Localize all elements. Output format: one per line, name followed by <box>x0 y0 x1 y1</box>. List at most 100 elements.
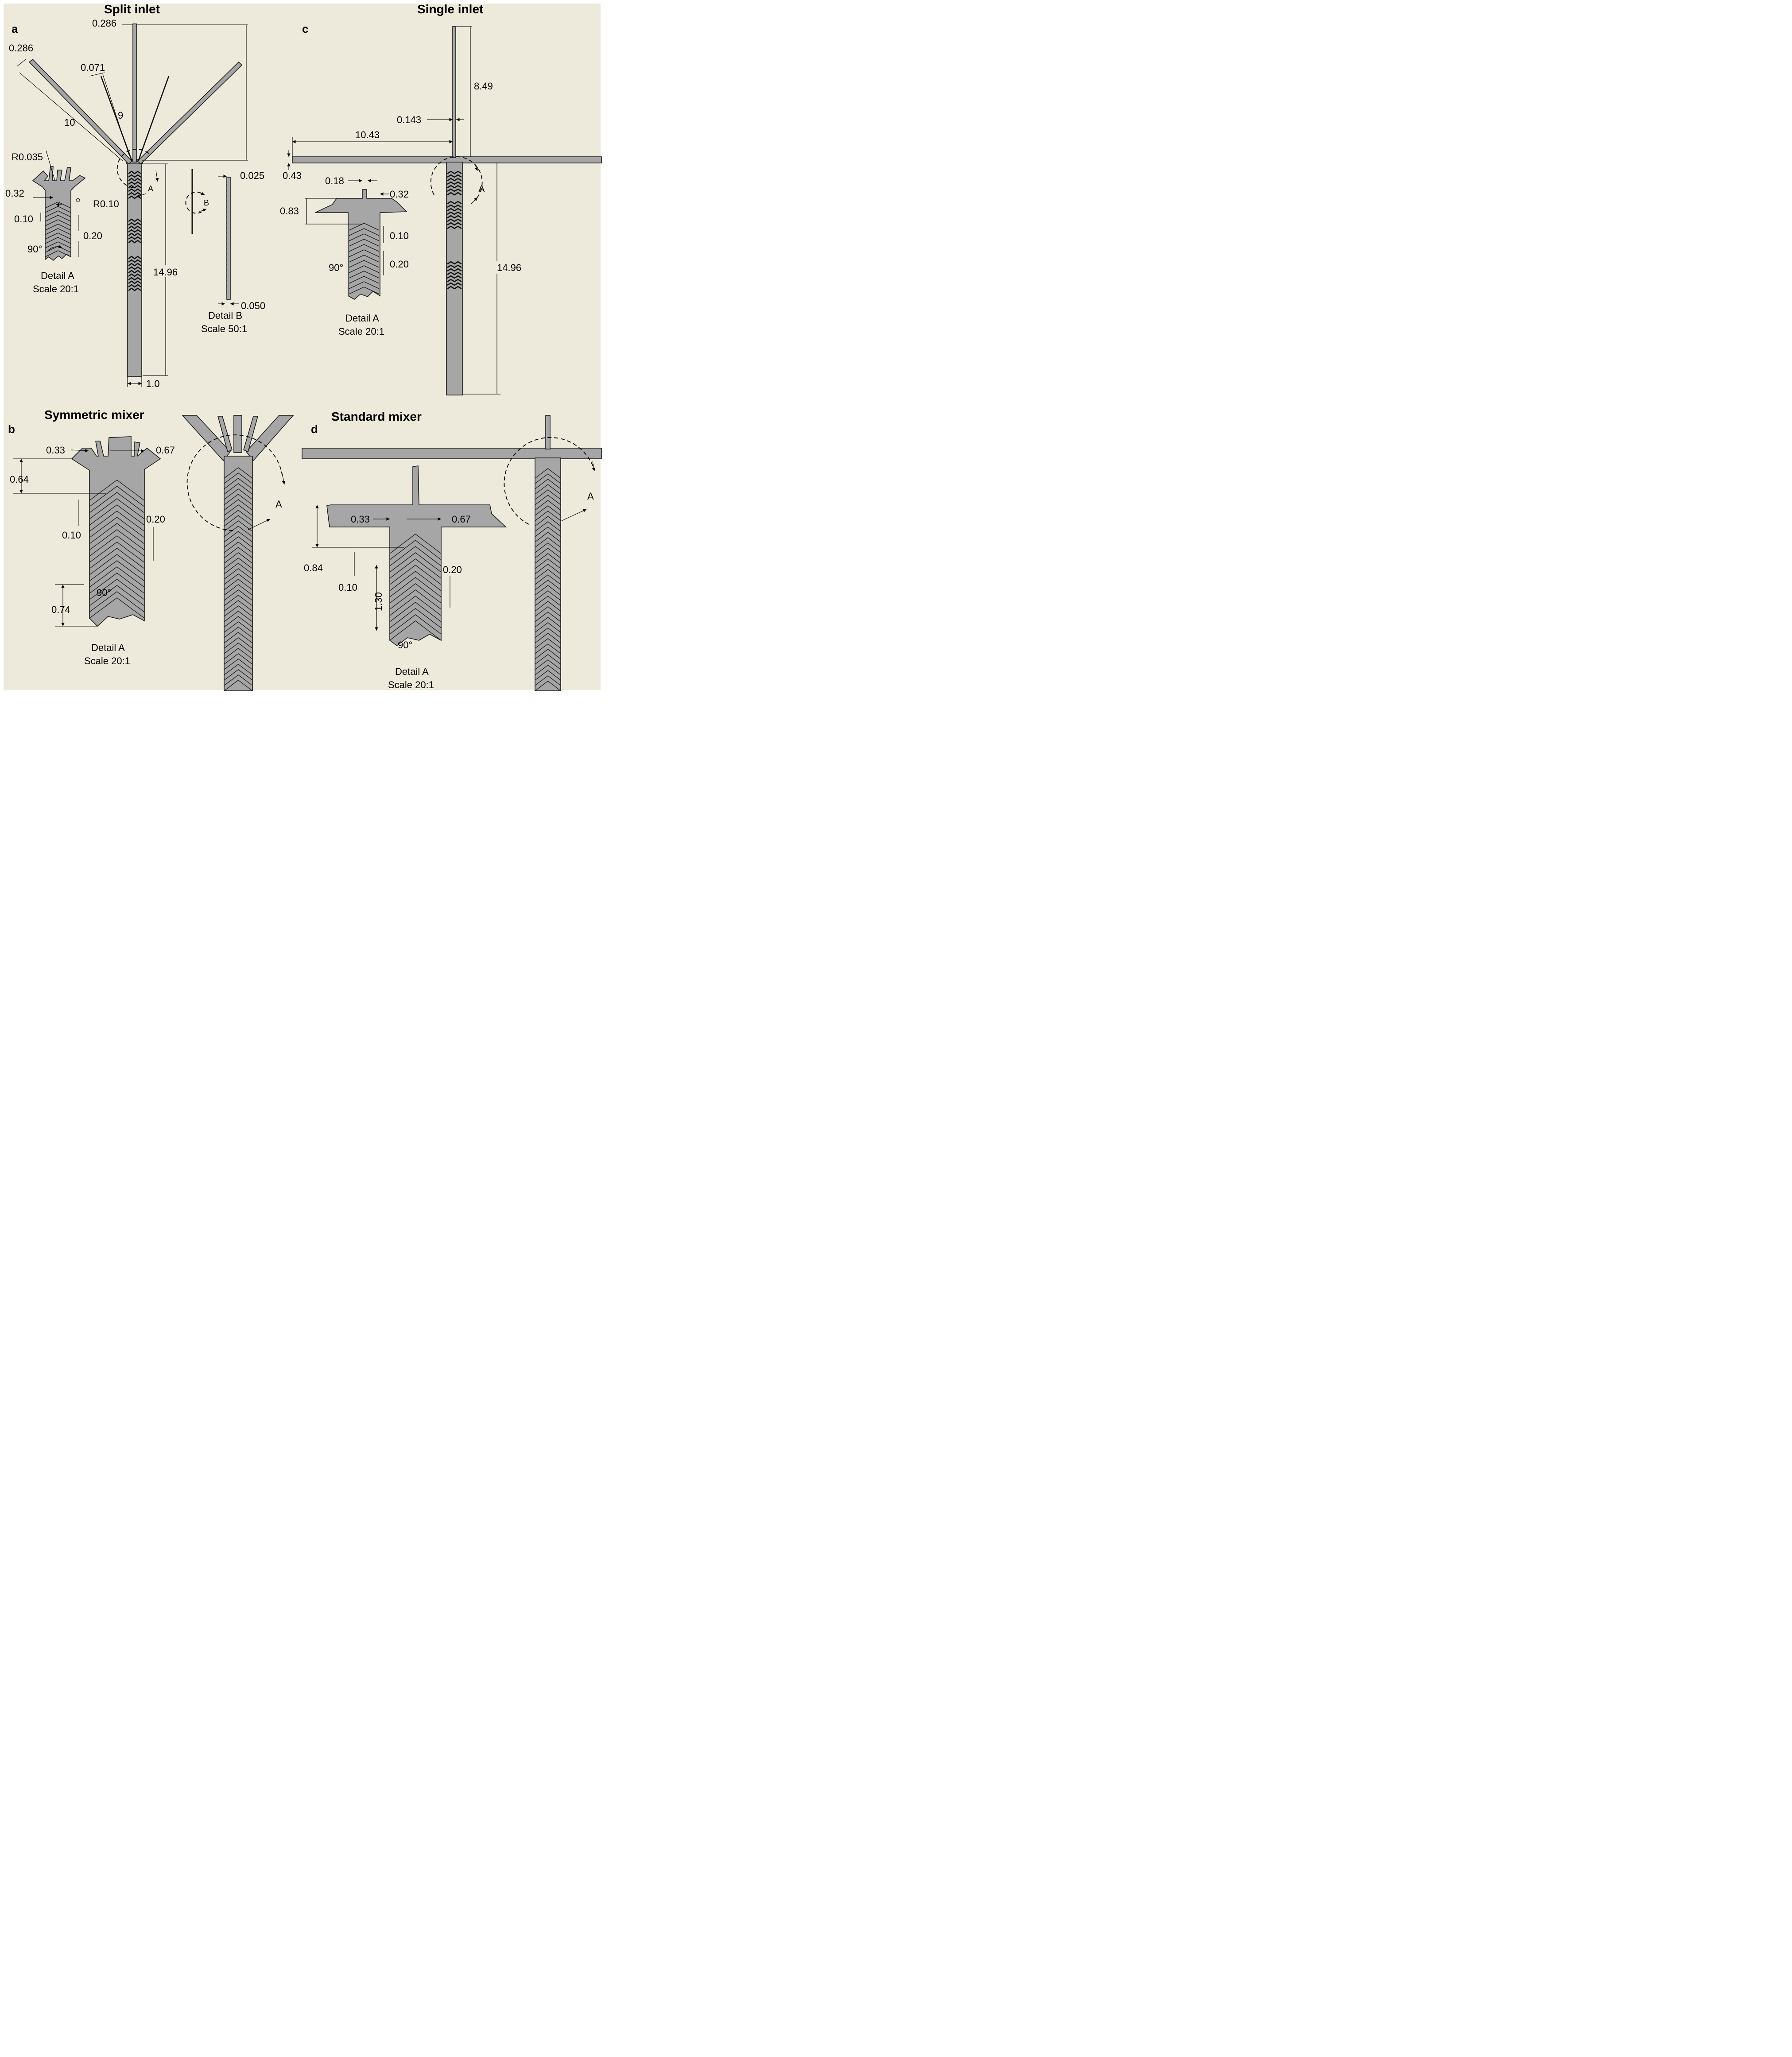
herringbone-groove <box>224 611 253 622</box>
herringbone-groove <box>535 537 561 548</box>
dim-groove-depth: 0.025 <box>240 170 264 181</box>
herringbone-groove <box>89 498 145 519</box>
herringbone-groove <box>535 590 561 601</box>
herringbone-groove <box>89 591 145 612</box>
herringbone-groove <box>89 579 145 600</box>
dim-radius-large-mark <box>76 198 80 202</box>
dim-channel-depth: 0.050 <box>241 300 265 311</box>
inlet-channel-center <box>132 23 137 163</box>
herringbone-groove <box>224 573 253 585</box>
herringbone-groove <box>349 276 380 284</box>
herringbone-groove <box>535 569 561 580</box>
herringbone-groove <box>224 467 253 479</box>
herringbone-groove <box>45 246 71 253</box>
herringbone-groove <box>447 218 462 222</box>
herringbone-groove <box>447 286 462 290</box>
dim-detail-pitch: 0.20 <box>83 230 102 241</box>
herringbone-groove <box>535 505 561 516</box>
dim-branch-width: 0.43 <box>283 170 302 181</box>
herringbone-groove <box>535 580 561 590</box>
panel-d: Standard mixer d A 0.33 0.67 0.84 0.10 0… <box>302 410 602 691</box>
herringbone-groove <box>89 597 145 619</box>
herringbone-groove <box>447 181 462 185</box>
overview-main-channel <box>224 456 253 691</box>
inlet-channel-right-outer <box>136 61 243 165</box>
herringbone-groove <box>535 681 561 691</box>
dim-inner-width-line <box>89 72 105 77</box>
angle-arc <box>47 245 62 251</box>
herringbone-groove <box>535 675 561 686</box>
herringbone-groove <box>224 531 253 542</box>
herringbone-groove <box>224 616 253 628</box>
herringbone-groove <box>349 287 380 294</box>
panel-c: Single inlet c A 8.49 0.143 10.43 0.43 1… <box>280 2 602 395</box>
herringbone-groove <box>128 266 141 270</box>
herringbone-groove <box>45 219 71 226</box>
herringbone-pattern <box>128 170 141 291</box>
herringbone-groove <box>224 558 253 569</box>
detail-b-profile <box>226 177 231 300</box>
herringbone-groove <box>224 579 253 590</box>
groove-tick <box>226 227 227 229</box>
detail-a-arrow-left <box>136 193 147 198</box>
herringbone-groove <box>128 240 141 244</box>
dim-main-length-bg <box>496 261 528 274</box>
herringbone-groove <box>89 529 145 550</box>
herringbone-groove <box>224 669 253 681</box>
herringbone-groove <box>535 479 561 489</box>
dim-inlet-detail: 0.18 <box>325 175 344 186</box>
herringbone-groove <box>224 627 253 638</box>
herringbone-groove <box>45 241 71 248</box>
overview-inlet-left <box>182 415 231 461</box>
herringbone-groove <box>535 654 561 665</box>
herringbone-groove <box>447 188 462 192</box>
dim-groove-pitch: 0.20 <box>146 514 165 525</box>
herringbone-groove <box>535 473 561 484</box>
herringbone-groove <box>535 564 561 574</box>
herringbone-groove <box>447 211 462 215</box>
dim-inner-length: 9 <box>118 110 123 121</box>
herringbone-groove <box>224 478 253 489</box>
dim-angle: 90° <box>97 587 111 598</box>
herringbone-groove <box>128 222 141 226</box>
herringbone-groove <box>89 492 145 513</box>
detail-a-title: Detail A <box>91 642 125 653</box>
microfluidic-mixer-drawing: Split inlet a A 0.286 0.286 0.071 9 10 <box>4 2 602 691</box>
detail-a-scale: Scale 20:1 <box>84 655 130 666</box>
herringbone-groove <box>128 277 141 281</box>
herringbone-groove <box>389 565 442 585</box>
groove-tick <box>226 259 227 261</box>
herringbone-groove <box>349 265 380 273</box>
herringbone-groove <box>447 268 462 272</box>
herringbone-groove <box>349 223 380 231</box>
herringbone-groove <box>389 552 442 573</box>
herringbone-groove <box>224 632 253 643</box>
detail-b-arrow-bottom <box>199 209 207 212</box>
vertical-inlet <box>452 26 456 158</box>
herringbone-groove <box>128 287 141 291</box>
herringbone-groove <box>389 571 442 591</box>
detail-a-circle <box>116 149 151 188</box>
herringbone-groove <box>128 178 141 182</box>
detail-a-arrow-top <box>592 461 596 472</box>
overview-herringbone <box>535 468 561 691</box>
title-single-inlet: Single inlet <box>417 2 483 16</box>
detail-b-title: Detail B <box>208 310 242 321</box>
detail-a-herringbone <box>89 480 145 619</box>
herringbone-groove <box>45 215 71 222</box>
herringbone-groove <box>224 680 253 691</box>
herringbone-groove <box>447 174 462 178</box>
groove-tick <box>226 216 227 218</box>
herringbone-groove <box>128 259 141 263</box>
herringbone-groove <box>128 284 141 288</box>
dim-width-detail: 0.32 <box>390 189 409 200</box>
inlet-channel-left-inner <box>100 76 133 162</box>
dim-right-width: 0.67 <box>156 445 175 456</box>
herringbone-groove <box>535 617 561 628</box>
overview-inlet-center <box>233 415 242 453</box>
dim-detail-angle: 90° <box>27 244 42 255</box>
groove-tick <box>226 184 227 186</box>
herringbone-groove <box>128 218 141 222</box>
herringbone-groove <box>447 215 462 219</box>
dim-outer-width-line <box>16 59 26 67</box>
